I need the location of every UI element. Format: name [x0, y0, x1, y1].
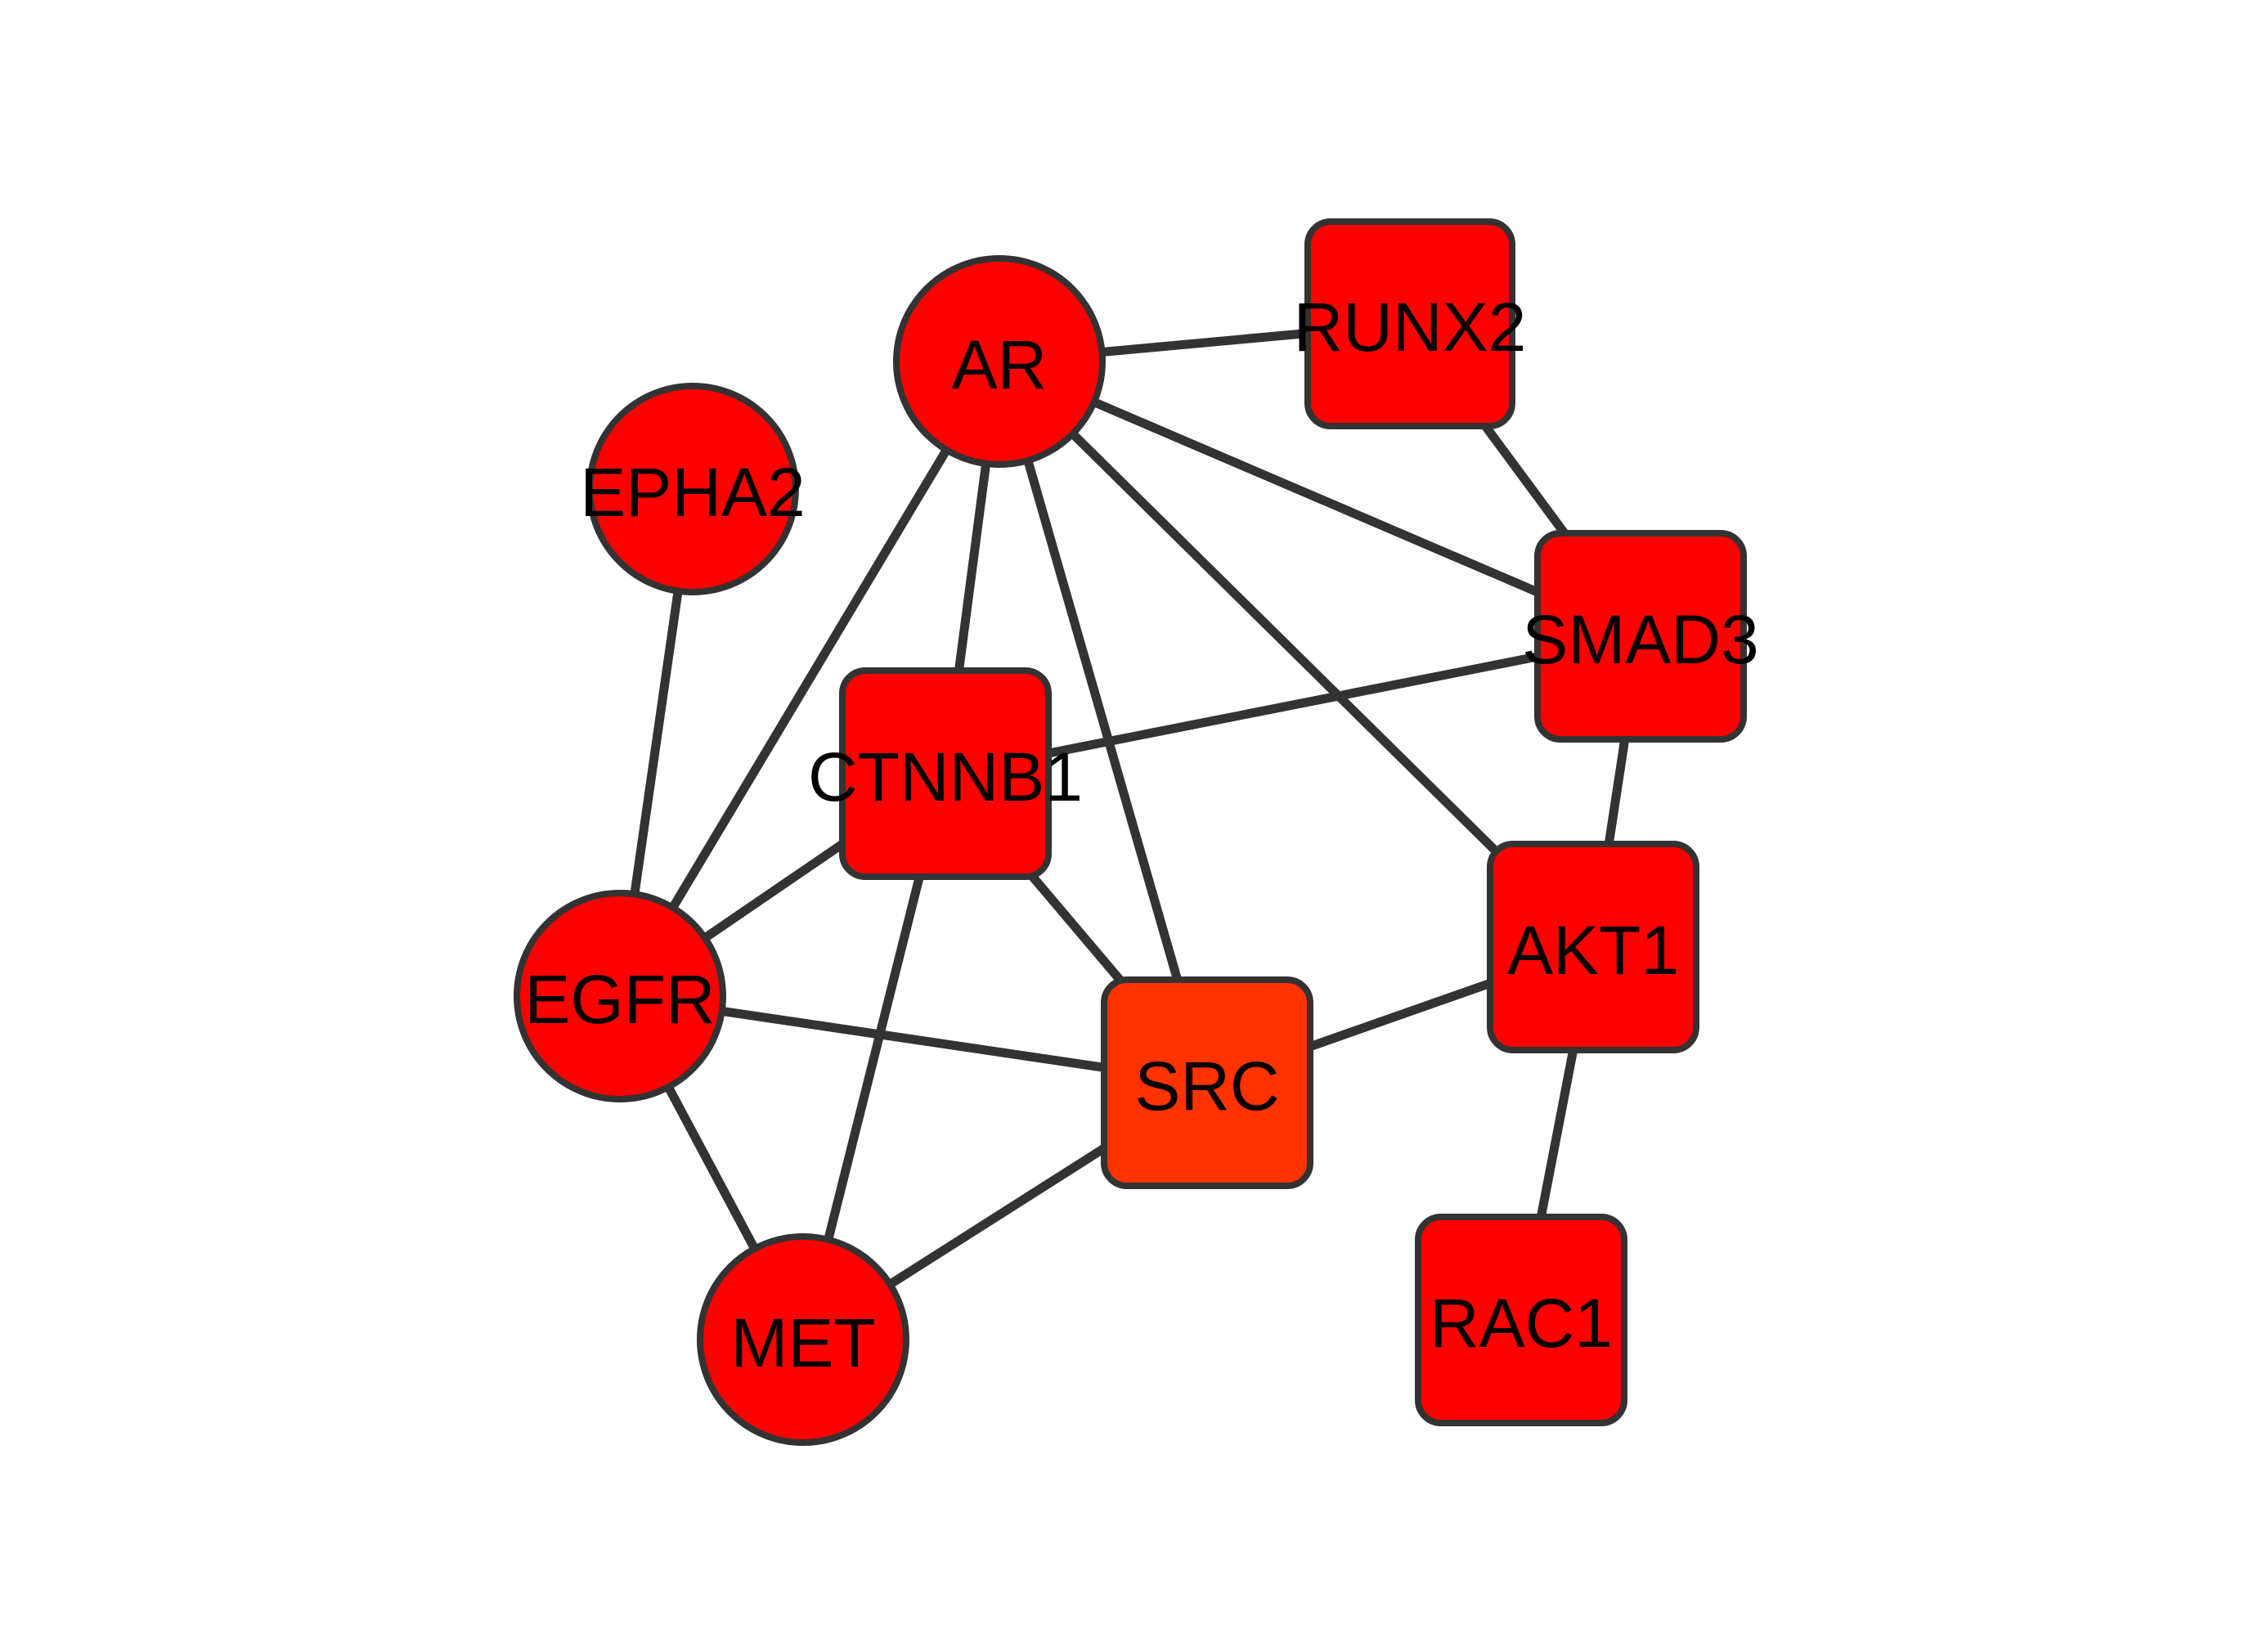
- node-ctnnb1[interactable]: CTNNB1: [808, 667, 1083, 880]
- node-epha2-circle: [586, 383, 799, 595]
- edge-ar-egfr: [616, 359, 1003, 999]
- node-runx2-rounded-square: [1304, 218, 1515, 429]
- node-label-src: SRC: [1134, 1048, 1279, 1125]
- node-met[interactable]: MET: [697, 1233, 909, 1446]
- node-smad3[interactable]: SMAD3: [1522, 530, 1759, 743]
- node-label-smad3: SMAD3: [1522, 601, 1758, 678]
- edge-ar-src: [994, 360, 1212, 1084]
- node-akt1-rounded-square: [1487, 841, 1699, 1053]
- node-label-met: MET: [730, 1304, 875, 1381]
- node-runx2[interactable]: RUNX2: [1294, 218, 1527, 429]
- edge-smad3-ctnnb1: [944, 631, 1642, 779]
- node-label-egfr: EGFR: [524, 961, 715, 1038]
- node-rac1[interactable]: RAC1: [1415, 1214, 1627, 1426]
- node-smad3-rounded-square: [1534, 530, 1747, 743]
- node-akt1[interactable]: AKT1: [1487, 841, 1699, 1053]
- node-label-ar: AR: [952, 326, 1048, 403]
- node-label-ctnnb1: CTNNB1: [808, 738, 1083, 815]
- node-rac1-rounded-square: [1415, 1214, 1627, 1426]
- node-src[interactable]: SRC: [1101, 976, 1313, 1189]
- node-src-rounded-square: [1101, 976, 1313, 1189]
- node-ar-circle: [893, 255, 1106, 468]
- node-label-runx2: RUNX2: [1294, 289, 1527, 366]
- node-label-rac1: RAC1: [1430, 1285, 1613, 1362]
- edge-ar-smad3: [997, 357, 1643, 641]
- node-egfr[interactable]: EGFR: [514, 890, 726, 1102]
- node-label-epha2: EPHA2: [580, 454, 805, 531]
- node-met-circle: [697, 1233, 909, 1446]
- node-egfr-circle: [514, 890, 726, 1102]
- node-ctnnb1-rounded-square: [839, 667, 1052, 880]
- node-label-akt1: AKT1: [1507, 912, 1679, 989]
- node-ar[interactable]: AR: [893, 255, 1106, 468]
- node-epha2[interactable]: EPHA2: [580, 383, 806, 595]
